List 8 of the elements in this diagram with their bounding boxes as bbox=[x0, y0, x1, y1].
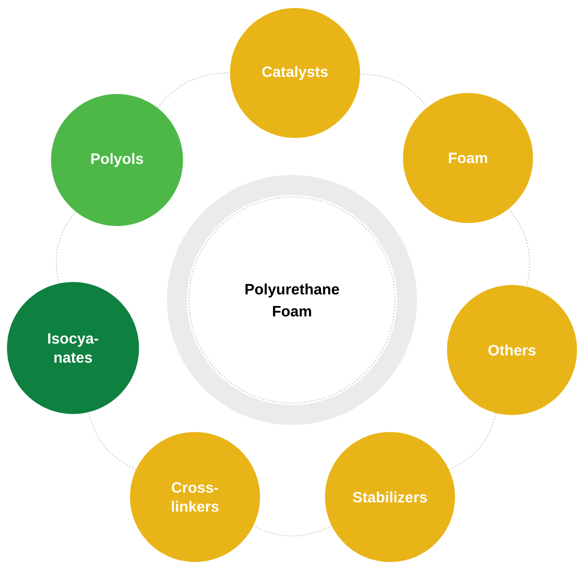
dotted-arc bbox=[508, 208, 530, 287]
dotted-arc bbox=[88, 412, 136, 470]
center-ring: Polyurethane Foam bbox=[167, 175, 417, 425]
dotted-arc bbox=[448, 412, 496, 470]
dotted-arc bbox=[360, 74, 428, 108]
dotted-arc bbox=[157, 72, 230, 108]
dotted-arc bbox=[56, 211, 76, 284]
dotted-arc bbox=[252, 525, 332, 536]
